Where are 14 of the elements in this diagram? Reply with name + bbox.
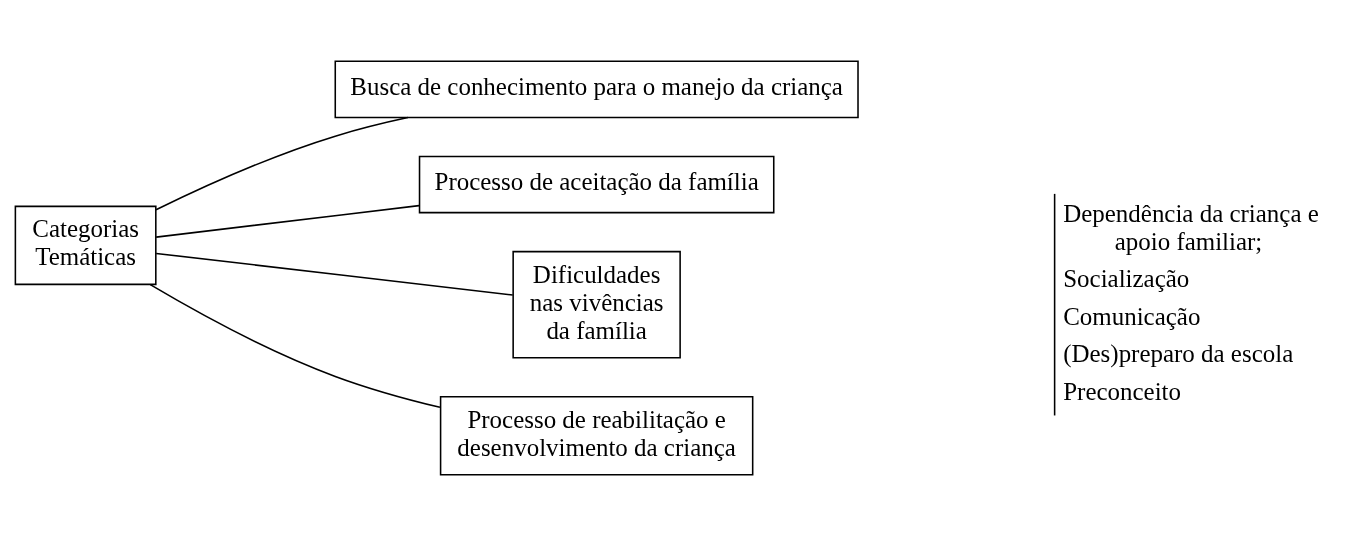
node-box: Dificuldades nas vivências da família (512, 250, 681, 359)
node-box: Categorias Temáticas (14, 205, 157, 286)
node-box: Busca de conhecimento para o manejo da criança (334, 60, 859, 119)
node-label: Comunicação (1063, 302, 1201, 330)
connector (149, 283, 441, 409)
node-box: Processo de reabilitação e desenvolvimento da criança (439, 395, 754, 476)
connector (155, 116, 409, 211)
node-label: Socialização (1063, 265, 1190, 293)
node-label: Dependência da criança e apoio familiar; (1063, 199, 1319, 255)
node-label: (Des)preparo da escola (1063, 340, 1294, 368)
node-box: Processo de aceitação da família (418, 155, 775, 214)
connector (155, 252, 514, 296)
connector (155, 204, 420, 238)
node-label: Preconceito (1063, 377, 1182, 405)
